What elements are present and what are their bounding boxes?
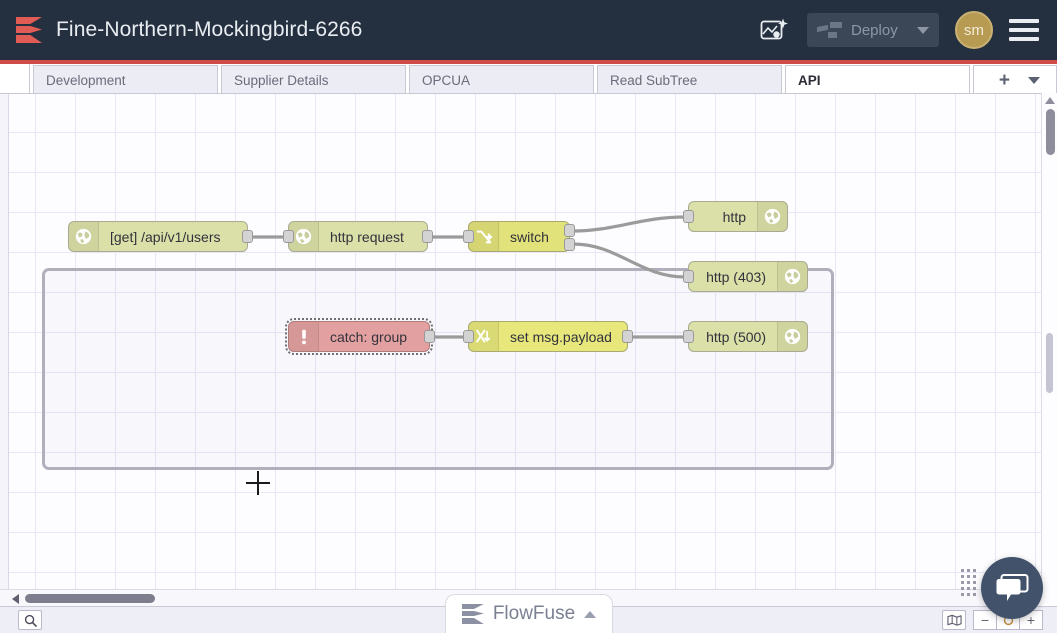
tab-label: Development (46, 72, 126, 88)
globe-icon (289, 222, 319, 251)
node-http-response-403[interactable]: http (403) (683, 261, 808, 292)
tab-supplier-details[interactable]: Supplier Details (221, 65, 406, 94)
node-input-port[interactable] (683, 210, 694, 223)
alert-icon (289, 322, 319, 351)
globe-icon (777, 262, 807, 291)
canvas-left-gutter (0, 94, 9, 604)
wire-switch-http (571, 215, 687, 233)
node-label: [get] /api/v1/users (110, 228, 221, 245)
node-http-response-500[interactable]: http (500) (683, 321, 808, 352)
node-label: set msg.payload (510, 328, 612, 345)
chat-bubble-icon[interactable] (981, 557, 1043, 619)
chevron-down-icon[interactable] (1028, 76, 1040, 84)
change-icon (469, 322, 499, 351)
plus-icon[interactable]: + (998, 69, 1010, 91)
node-label: http request (330, 228, 404, 245)
scroll-left-arrow-icon[interactable] (12, 594, 19, 604)
tab-api[interactable]: API (785, 65, 970, 94)
ai-assistant-icon[interactable] (757, 13, 791, 47)
navigator-map-icon[interactable] (942, 610, 966, 630)
node-http-response-200[interactable]: http (683, 201, 788, 232)
tab-development[interactable]: Development (33, 65, 218, 94)
tab-read-subtree[interactable]: Read SubTree (597, 65, 782, 94)
search-icon[interactable] (18, 610, 42, 630)
header-right-section: Deploy sm (757, 11, 1057, 49)
chevron-up-icon[interactable] (584, 610, 597, 618)
globe-icon (69, 222, 99, 251)
node-output-port-2[interactable] (564, 238, 575, 251)
app-header: Fine-Northern-Mockingbird-6266 Deploy (0, 0, 1057, 60)
tab-label: API (798, 72, 821, 88)
node-output-port[interactable] (242, 230, 253, 243)
crosshair-cursor (246, 471, 270, 495)
node-http-request[interactable]: http request (283, 221, 433, 252)
node-output-port-1[interactable] (564, 224, 575, 237)
node-catch[interactable]: catch: group (285, 318, 435, 355)
page-title: Fine-Northern-Mockingbird-6266 (56, 18, 363, 41)
wire-switch-http403 (571, 242, 687, 279)
node-output-port[interactable] (622, 330, 633, 343)
tab-bar-gutter (0, 64, 30, 94)
node-label: catch: group (330, 328, 408, 345)
drag-handle-dots-icon[interactable] (961, 569, 976, 599)
flowfuse-badge[interactable]: FlowFuse (445, 594, 613, 633)
scroll-up-arrow-icon[interactable] (1045, 97, 1055, 104)
node-input-port[interactable] (463, 330, 474, 343)
tab-label: OPCUA (422, 72, 471, 88)
vertical-scroll-thumb[interactable] (1046, 109, 1055, 155)
node-label: http (722, 208, 746, 225)
globe-icon (777, 322, 807, 351)
node-label: switch (510, 228, 549, 245)
node-input-port[interactable] (683, 330, 694, 343)
deploy-button[interactable]: Deploy (807, 13, 939, 47)
horizontal-scroll-thumb[interactable] (25, 594, 155, 603)
tab-opcua[interactable]: OPCUA (409, 65, 594, 94)
node-input-port[interactable] (463, 230, 474, 243)
node-label: http (500) (706, 328, 766, 345)
flowfuse-badge-label: FlowFuse (492, 603, 576, 624)
header-left-section: Fine-Northern-Mockingbird-6266 (0, 17, 362, 43)
flow-canvas[interactable]: [get] /api/v1/users http request (0, 93, 1057, 604)
globe-icon (757, 202, 787, 231)
node-input-port[interactable] (283, 230, 294, 243)
deploy-icon (817, 21, 843, 39)
tab-label: Read SubTree (610, 72, 698, 88)
node-label: http (403) (706, 268, 766, 285)
node-change[interactable]: set msg.payload (463, 321, 633, 352)
header-accent-line (0, 60, 1057, 64)
tab-bar-actions: + (973, 65, 1057, 94)
avatar[interactable]: sm (955, 11, 993, 49)
node-output-port[interactable] (422, 230, 433, 243)
node-http-in[interactable]: [get] /api/v1/users (68, 221, 253, 252)
vertical-scroll-thumb-secondary[interactable] (1046, 333, 1053, 393)
chevron-down-icon (917, 26, 929, 34)
flow-tab-bar: Development Supplier Details OPCUA Read … (0, 64, 1057, 94)
node-output-port[interactable] (424, 330, 435, 343)
canvas-vertical-scrollbar[interactable] (1041, 93, 1057, 588)
node-input-port[interactable] (683, 270, 694, 283)
deploy-dropdown-button[interactable] (907, 13, 939, 47)
node-group-container[interactable] (42, 268, 834, 470)
switch-icon (469, 222, 499, 251)
deploy-button-label: Deploy (851, 21, 898, 39)
flowfuse-logo-icon (461, 604, 484, 624)
flow-wires (251, 215, 687, 339)
tab-label: Supplier Details (234, 72, 329, 88)
hamburger-menu-icon[interactable] (1009, 19, 1039, 41)
flowfuse-logo-icon (16, 17, 42, 43)
node-switch[interactable]: switch (463, 221, 575, 252)
